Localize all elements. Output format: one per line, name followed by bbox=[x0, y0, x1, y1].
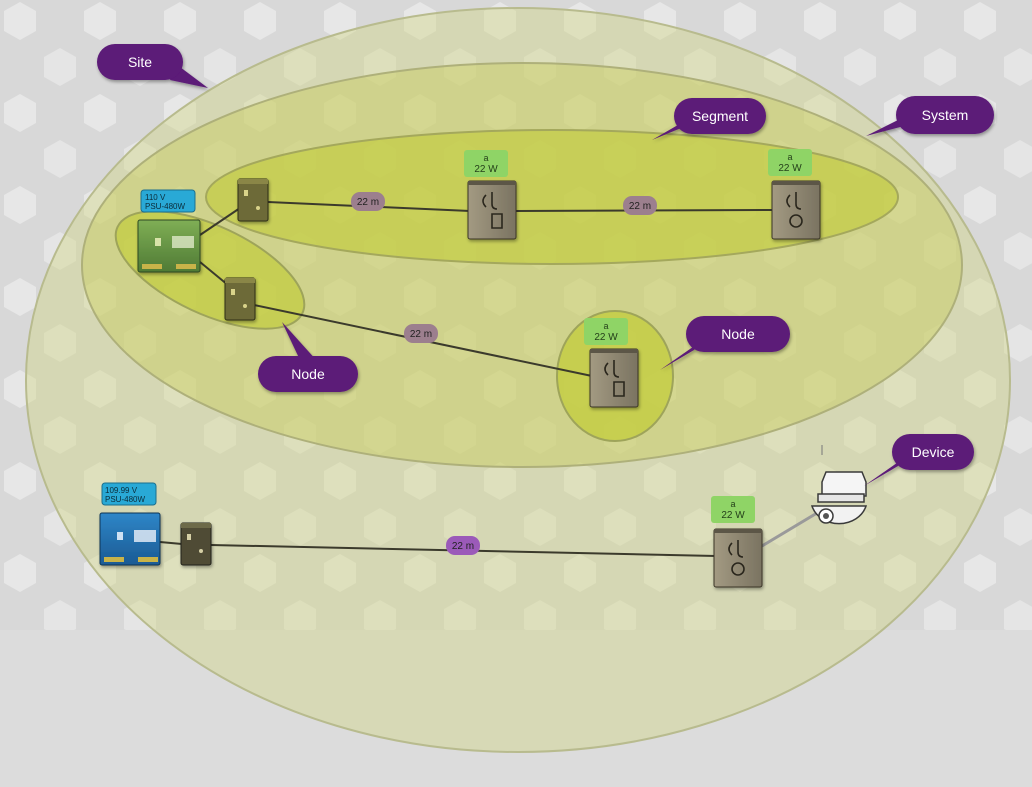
cable-length: 22 m bbox=[357, 197, 379, 208]
power-endpoint-module-node[interactable] bbox=[589, 348, 639, 408]
callout-node-right[interactable]: Node bbox=[660, 316, 790, 370]
callout-system[interactable]: System bbox=[866, 96, 994, 136]
cable-label-bottom[interactable]: 22 m bbox=[446, 536, 480, 555]
power-endpoint-module-seg-2[interactable] bbox=[771, 180, 821, 240]
callout-segment-label: Segment bbox=[692, 108, 748, 124]
segment-zone[interactable] bbox=[205, 129, 899, 265]
callout-node-left-label: Node bbox=[291, 366, 325, 382]
midspan-module-lower[interactable] bbox=[180, 522, 212, 566]
cable-psu-to-midspan-lower[interactable] bbox=[159, 541, 183, 545]
psu-voltage-top: 110 V bbox=[145, 193, 166, 202]
ptz-camera-icon[interactable] bbox=[810, 445, 868, 525]
callout-system-label: System bbox=[922, 107, 969, 123]
cable-label-top-1[interactable]: 22 m bbox=[351, 192, 385, 211]
badge-power: 22 W bbox=[721, 510, 745, 521]
cable-length: 22 m bbox=[452, 541, 474, 552]
badge-letter: a bbox=[603, 321, 608, 331]
psu-module-bottom[interactable] bbox=[99, 512, 161, 566]
power-endpoint-module-seg-1[interactable] bbox=[467, 180, 517, 240]
psu-module-top[interactable] bbox=[137, 219, 201, 273]
midspan-module-top[interactable] bbox=[237, 178, 269, 222]
power-badge-bottom: a 22 W bbox=[711, 496, 755, 523]
badge-letter: a bbox=[730, 499, 735, 509]
callout-device[interactable]: Device bbox=[864, 434, 974, 486]
callout-site[interactable]: Site bbox=[97, 44, 208, 88]
badge-letter: a bbox=[483, 153, 488, 163]
callout-node-left[interactable]: Node bbox=[258, 322, 358, 392]
cable-label-top-2[interactable]: 22 m bbox=[623, 196, 657, 215]
badge-power: 22 W bbox=[778, 163, 802, 174]
power-badge-node: a 22 W bbox=[584, 318, 628, 345]
power-badge-seg-1: a 22 W bbox=[464, 150, 508, 177]
power-endpoint-module-bottom[interactable] bbox=[713, 528, 763, 588]
callout-node-right-label: Node bbox=[721, 326, 755, 342]
psu-voltage-bottom: 109.99 V bbox=[105, 486, 138, 495]
badge-power: 22 W bbox=[474, 164, 498, 175]
badge-power: 22 W bbox=[594, 332, 618, 343]
cable-length: 22 m bbox=[629, 201, 651, 212]
hexagon-pattern bbox=[0, 0, 1032, 630]
power-badge-seg-2: a 22 W bbox=[768, 149, 812, 176]
callout-segment[interactable]: Segment bbox=[652, 98, 766, 140]
psu-model-top: PSU-480W bbox=[145, 202, 185, 211]
callout-device-label: Device bbox=[912, 444, 955, 460]
cable-length: 22 m bbox=[410, 329, 432, 340]
psu-label-bottom: 109.99 V PSU-480W bbox=[101, 482, 157, 506]
cable-psu-to-midspan-top[interactable] bbox=[199, 207, 241, 236]
callout-site-label: Site bbox=[128, 54, 152, 70]
cable-label-middle[interactable]: 22 m bbox=[404, 324, 438, 343]
cable-to-camera[interactable] bbox=[761, 508, 823, 548]
psu-label-top: 110 V PSU-480W bbox=[140, 189, 196, 213]
badge-letter: a bbox=[787, 152, 792, 162]
psu-model-bottom: PSU-480W bbox=[105, 495, 145, 504]
midspan-module-node[interactable] bbox=[224, 277, 256, 321]
